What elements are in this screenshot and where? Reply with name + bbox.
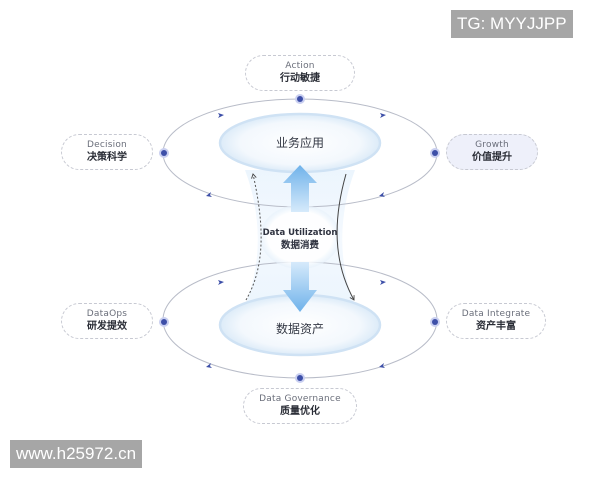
node-data-integrate-zh: 资产丰富	[476, 321, 516, 332]
node-data-governance: Data Governance 质量优化	[243, 388, 357, 424]
node-action-en: Action	[285, 61, 315, 71]
node-growth-en: Growth	[475, 140, 509, 150]
node-dataops: DataOps 研发提效	[61, 303, 153, 339]
left-dashed-flow	[245, 173, 262, 301]
watermark-top-right: TG: MYYJJPP	[451, 10, 573, 38]
bottom-ring-label: 数据资产	[275, 322, 324, 336]
center-label: Data Utilization 数据消费	[250, 228, 350, 252]
node-action: Action 行动敏捷	[245, 55, 355, 91]
node-data-integrate: Data Integrate 资产丰富	[446, 303, 546, 339]
node-data-integrate-en: Data Integrate	[461, 309, 531, 319]
node-decision-en: Decision	[87, 140, 127, 150]
up-arrow-icon	[283, 165, 317, 212]
node-data-governance-zh: 质量优化	[280, 406, 320, 417]
right-solid-flow	[336, 173, 355, 301]
watermark-bottom-left: www.h25972.cn	[10, 440, 143, 468]
down-arrow-icon	[283, 262, 317, 312]
node-action-zh: 行动敏捷	[280, 73, 320, 84]
node-data-governance-en: Data Governance	[259, 394, 341, 404]
center-glow	[260, 205, 340, 269]
node-growth-zh: 价值提升	[472, 152, 512, 163]
node-dataops-zh: 研发提效	[87, 321, 127, 332]
orbit-dots	[159, 94, 440, 383]
center-label-en: Data Utilization	[262, 228, 338, 238]
node-decision-zh: 决策科学	[87, 152, 127, 163]
center-label-zh: 数据消费	[280, 240, 319, 251]
node-growth: Growth 价值提升	[446, 134, 538, 170]
node-dataops-en: DataOps	[86, 309, 128, 319]
top-ring-label: 业务应用	[275, 136, 324, 150]
node-decision: Decision 决策科学	[61, 134, 153, 170]
